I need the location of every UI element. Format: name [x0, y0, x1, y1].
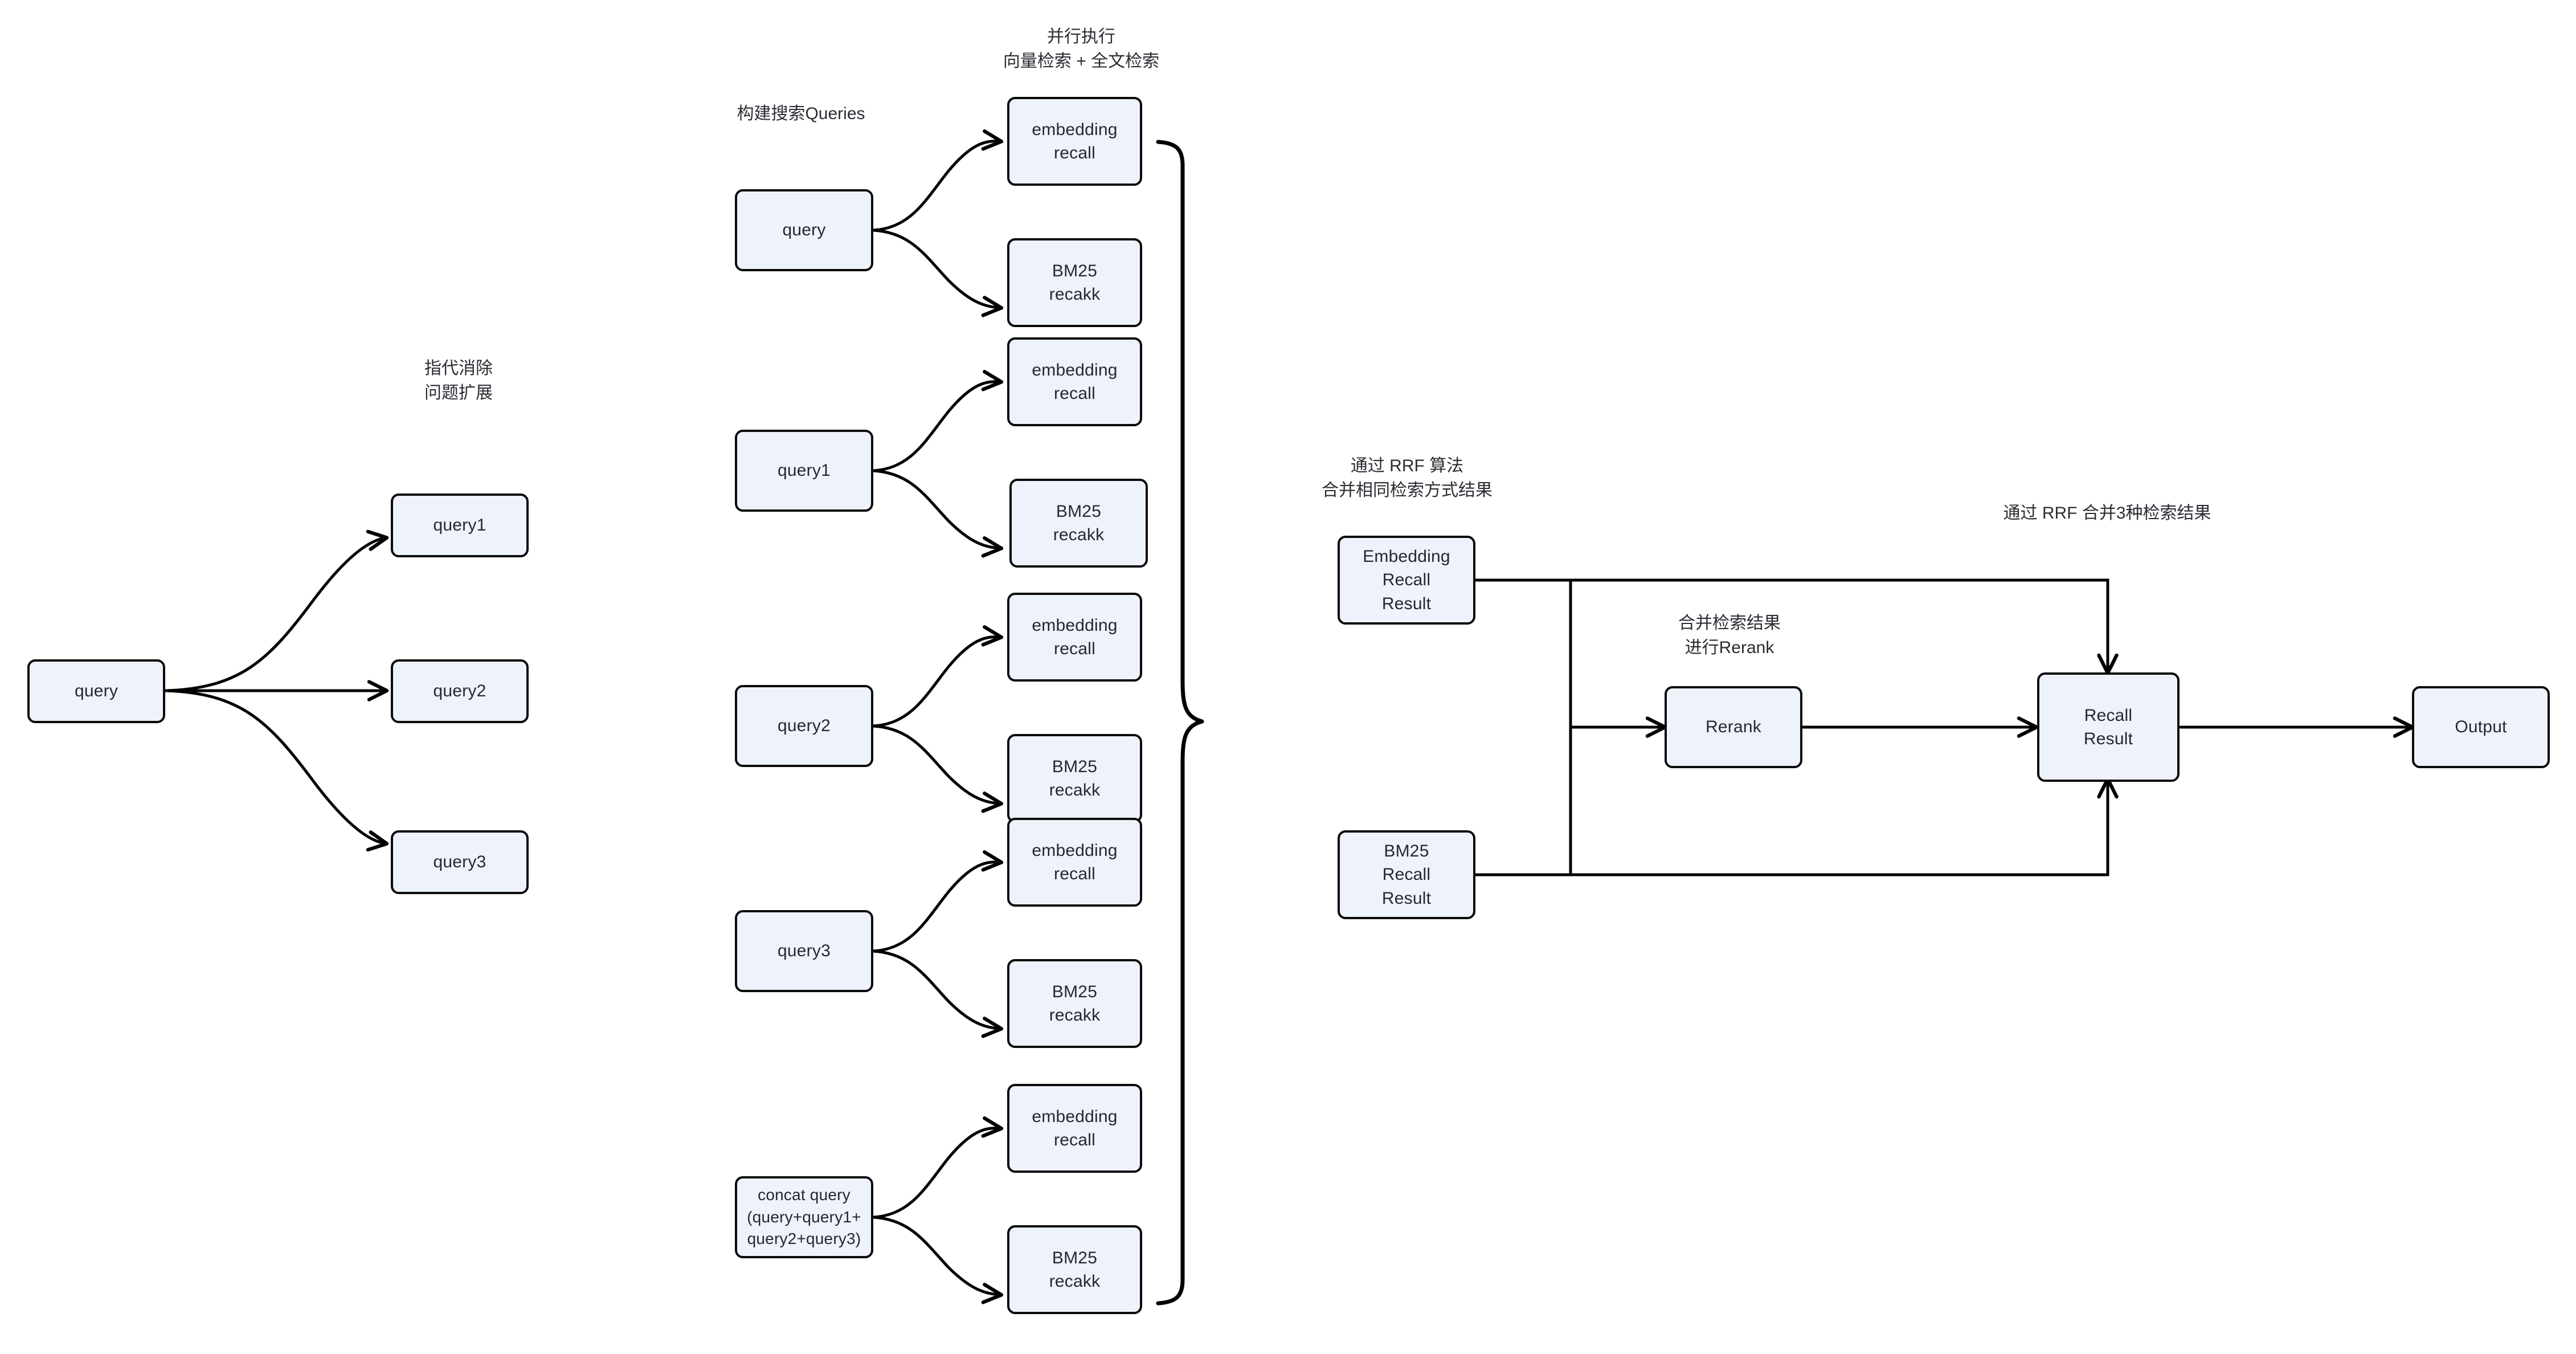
node-bm25-recall-0[interactable]: BM25 recakk [1007, 238, 1142, 327]
node-bm25-recall-4[interactable]: BM25 recakk [1007, 1225, 1142, 1314]
node-retrieval-query-1[interactable]: query1 [735, 430, 873, 512]
annotation-build-queries: 构建搜索Queries [737, 104, 865, 123]
node-embedding-recall-3[interactable]: embedding recall [1007, 818, 1142, 907]
node-retrieval-query-0[interactable]: query [735, 189, 873, 271]
node-retrieval-query-2[interactable]: query2 [735, 685, 873, 767]
node-rerank[interactable]: Rerank [1665, 686, 1802, 768]
node-query1[interactable]: query1 [391, 494, 529, 557]
retrieval-edges [872, 129, 1004, 1304]
node-embedding-recall-4[interactable]: embedding recall [1007, 1084, 1142, 1173]
annotation-parallel-exec: 并行执行 向量检索 + 全文检索 [1003, 27, 1160, 71]
node-retrieval-query-3[interactable]: query3 [735, 910, 873, 992]
node-recall-result[interactable]: Recall Result [2037, 672, 2180, 782]
node-bm25-recall-result[interactable]: BM25 Recall Result [1338, 830, 1475, 919]
node-query-source[interactable]: query [27, 659, 165, 723]
node-embedding-recall-1[interactable]: embedding recall [1007, 337, 1142, 426]
node-bm25-recall-3[interactable]: BM25 recakk [1007, 959, 1142, 1048]
merge-edges [1474, 578, 2415, 876]
node-embedding-recall-2[interactable]: embedding recall [1007, 593, 1142, 682]
node-embedding-recall-result[interactable]: Embedding Recall Result [1338, 536, 1475, 625]
node-output[interactable]: Output [2412, 686, 2550, 768]
expand-edges [163, 529, 389, 852]
annotation-coref-expand: 指代消除 问题扩展 [424, 359, 493, 402]
node-embedding-recall-0[interactable]: embedding recall [1007, 97, 1142, 186]
node-bm25-recall-1[interactable]: BM25 recakk [1009, 479, 1148, 568]
node-bm25-recall-2[interactable]: BM25 recakk [1007, 734, 1142, 823]
node-query3[interactable]: query3 [391, 830, 529, 894]
annotation-merge-rerank: 合并检索结果 进行Rerank [1678, 614, 1781, 657]
annotation-rrf-same-method: 通过 RRF 算法 合并相同检索方式结果 [1322, 456, 1493, 500]
group-brace [1156, 140, 1204, 1306]
node-concat-query[interactable]: concat query (query+query1+ query2+query… [735, 1176, 873, 1258]
annotation-rrf-three-results: 通过 RRF 合并3种检索结果 [2003, 504, 2211, 523]
node-query2[interactable]: query2 [391, 659, 529, 723]
